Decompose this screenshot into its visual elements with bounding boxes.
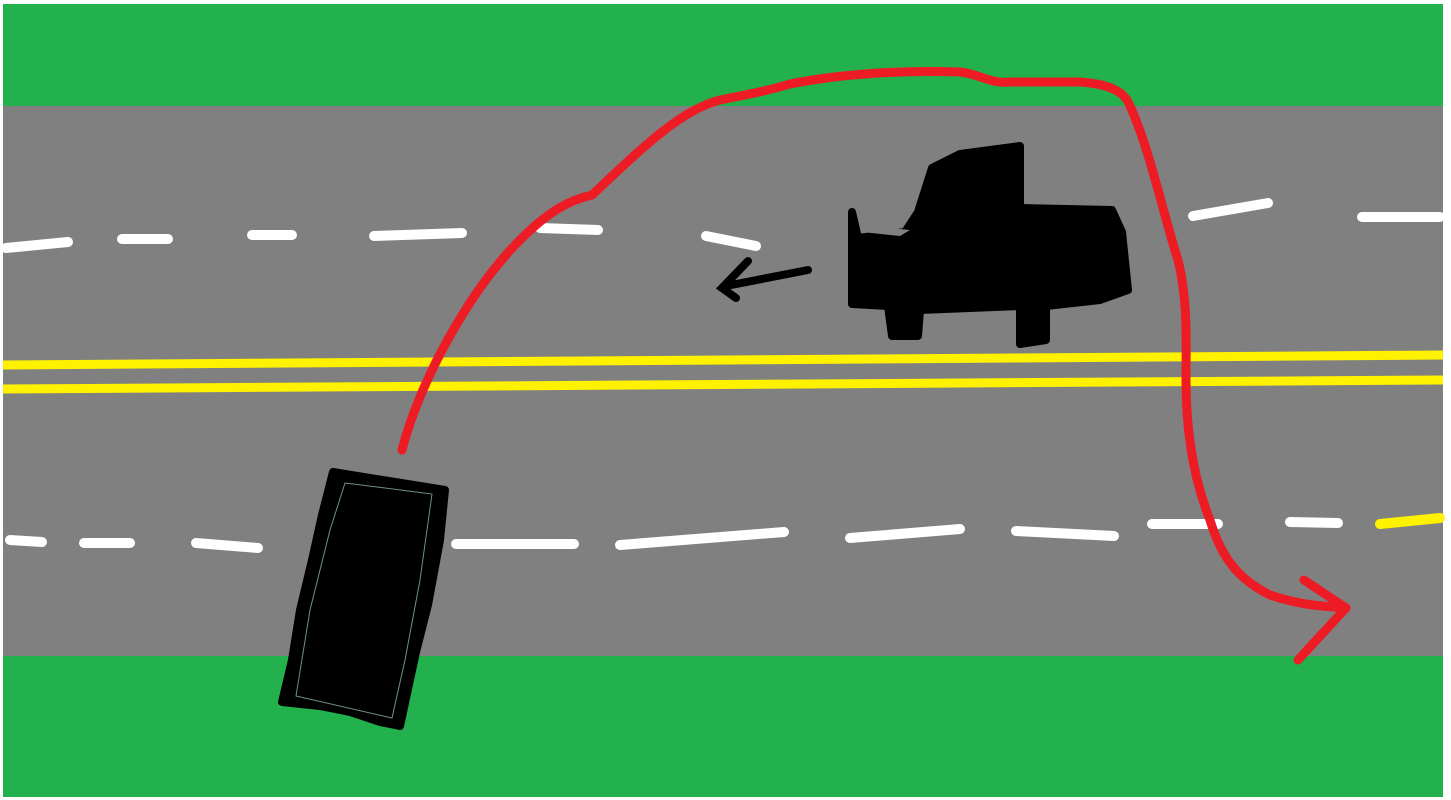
top-grass-verge [3,4,1443,107]
yellow-dash [1380,518,1440,524]
bottom-grass-verge [3,655,1443,797]
